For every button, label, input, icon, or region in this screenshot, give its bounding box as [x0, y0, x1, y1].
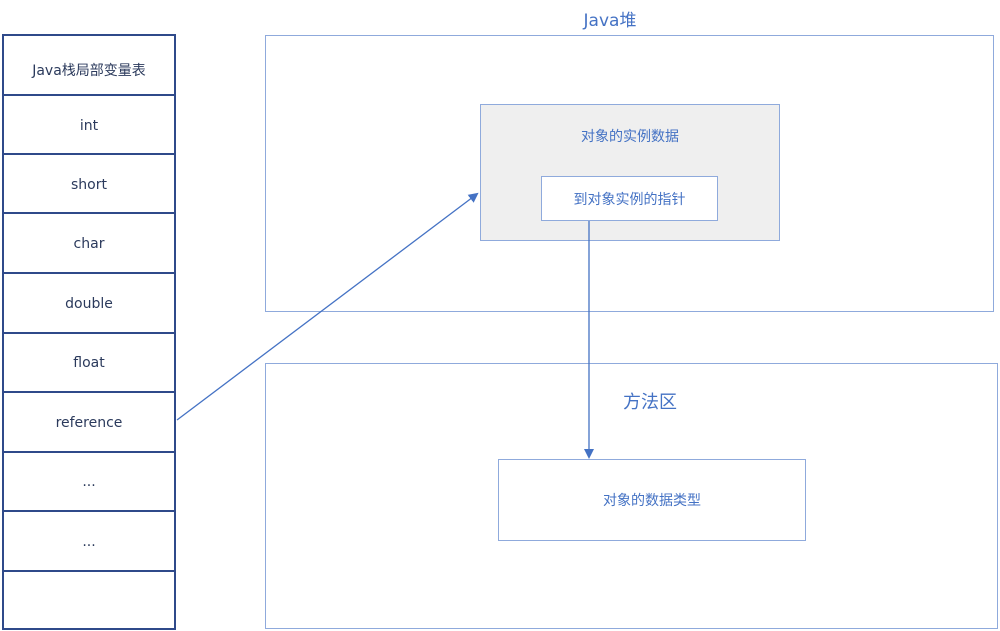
heap-region [265, 35, 994, 312]
method-area-region [265, 363, 998, 629]
table-row-float: float [73, 354, 105, 371]
row-divider [4, 570, 174, 572]
row-divider [4, 510, 174, 512]
table-row-int: int [79, 117, 99, 134]
row-divider [4, 451, 174, 453]
instance-data-title: 对象的实例数据 [581, 129, 679, 145]
type-pointer-box: 到对象实例的指针 [541, 176, 718, 221]
table-row-char: char [73, 235, 105, 252]
row-divider [4, 94, 174, 96]
row-divider [4, 212, 174, 214]
table-row-short: short [71, 176, 107, 193]
row-divider [4, 332, 174, 334]
method-area-title: 方法区 [623, 392, 677, 413]
table-row-ellipsis: ... [82, 473, 96, 490]
row-divider [4, 391, 174, 393]
type-data-box: 对象的数据类型 [498, 459, 806, 541]
row-divider [4, 272, 174, 274]
row-divider [4, 153, 174, 155]
table-row-ellipsis: ... [82, 533, 96, 550]
heap-title: Java堆 [583, 11, 637, 31]
table-header: Java栈局部变量表 [32, 62, 146, 79]
reference-arrow [176, 192, 479, 421]
local-variable-table: Java栈局部变量表 int short char double float r… [2, 34, 176, 630]
table-row-reference: reference [55, 414, 123, 431]
table-row-double: double [65, 295, 113, 312]
